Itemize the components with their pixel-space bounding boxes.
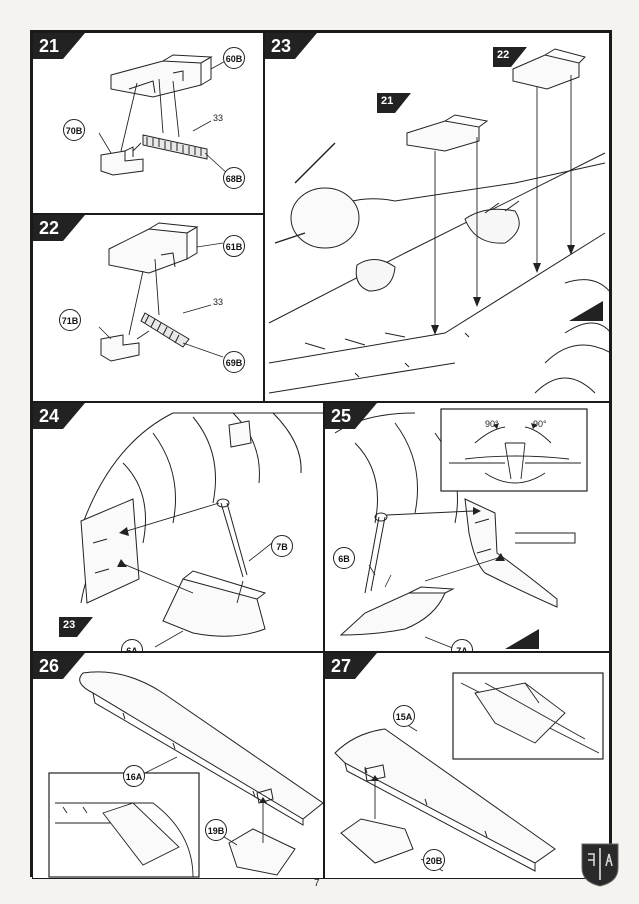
step-number: 21 xyxy=(39,36,60,56)
step-number: 26 xyxy=(39,656,60,676)
step-25-panel: 25 90° 90° 6B 7A 24 xyxy=(324,402,610,652)
step-number-badge: 22 xyxy=(33,215,85,241)
step-reference-badge: 21 xyxy=(377,93,411,113)
publisher-logo xyxy=(578,840,622,888)
part-callout: 68B xyxy=(223,167,245,189)
step-number-badge: 27 xyxy=(325,653,377,679)
inset-view xyxy=(440,408,588,492)
part-callout: 61B xyxy=(223,235,245,257)
sprue-reference: 33 xyxy=(213,297,224,307)
step-24-panel: 24 7B 6A 23 xyxy=(32,402,324,652)
step-number: 25 xyxy=(331,406,352,426)
part-callout: 7B xyxy=(271,535,293,557)
step-26-drawing xyxy=(48,671,323,878)
sprue-reference: 33 xyxy=(213,113,224,123)
angle-label: 90° xyxy=(485,419,499,429)
step-number: 23 xyxy=(271,36,292,56)
part-callout: 15A xyxy=(393,705,415,727)
step-reference-number: 23 xyxy=(63,619,76,631)
step-27-panel: 27 15A 20B xyxy=(324,652,610,879)
step-23-drawing xyxy=(268,48,609,394)
part-callout: 20B xyxy=(423,849,445,871)
step-26-panel: 26 16A 19B xyxy=(32,652,324,879)
step-25-drawing xyxy=(334,408,588,650)
part-callout: 70B xyxy=(63,119,85,141)
step-22-panel: 22 61B 71B 69B 33 xyxy=(32,214,264,402)
part-callout: 71B xyxy=(59,309,81,331)
part-callout: 6B xyxy=(333,547,355,569)
inset-view xyxy=(48,772,200,878)
step-number: 22 xyxy=(39,218,60,238)
part-callout: 16A xyxy=(123,765,145,787)
part-callout: 69B xyxy=(223,351,245,373)
step-number-badge: 21 xyxy=(33,33,85,59)
step-reference-badge: 24 xyxy=(505,629,539,649)
angle-label: 90° xyxy=(533,419,547,429)
step-21-drawing xyxy=(98,54,230,176)
step-reference-badge: 22 xyxy=(493,47,527,67)
inset-view xyxy=(452,672,604,760)
step-number-badge: 26 xyxy=(33,653,85,679)
step-reference-number: 24 xyxy=(507,632,520,644)
step-21-panel: 21 60B 70B 68B 33 xyxy=(32,32,264,214)
part-callout: 60B xyxy=(223,47,245,69)
step-reference-badge: 20 xyxy=(569,301,603,321)
step-reference-number: 22 xyxy=(497,49,510,61)
step-24-drawing xyxy=(80,412,323,648)
part-callout: 19B xyxy=(205,819,227,841)
step-number: 27 xyxy=(331,656,352,676)
step-number-badge: 25 xyxy=(325,403,377,429)
step-number-badge: 23 xyxy=(265,33,317,59)
step-27-drawing xyxy=(334,672,604,872)
page-number: 7 xyxy=(314,878,320,889)
step-reference-number: 21 xyxy=(381,95,394,107)
step-reference-badge: 23 xyxy=(59,617,93,637)
step-number: 24 xyxy=(39,406,60,426)
step-23-panel: 23 22 21 20 xyxy=(264,32,610,402)
instruction-sheet-frame: 21 60B 70B 68B 33 xyxy=(30,30,612,879)
step-22-drawing xyxy=(98,222,224,362)
step-number-badge: 24 xyxy=(33,403,85,429)
step-reference-number: 20 xyxy=(571,304,584,316)
